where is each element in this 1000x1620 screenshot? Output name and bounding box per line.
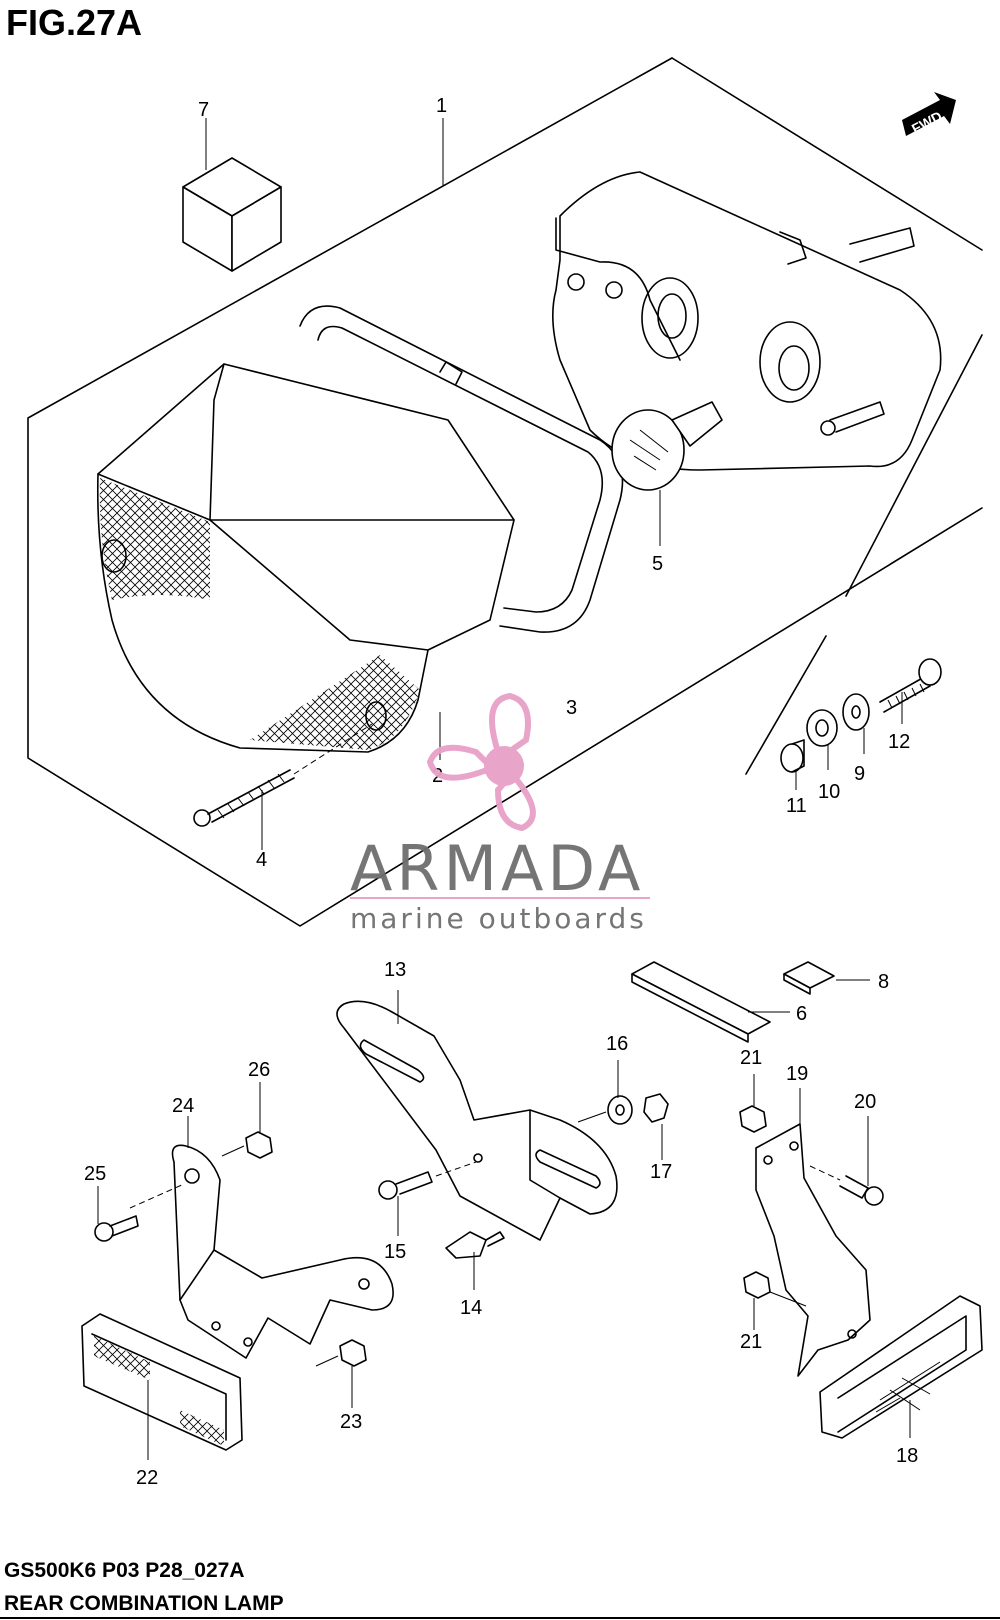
callout-21-top: 21 [740,1047,762,1069]
callout-5: 5 [652,553,663,575]
parts-14-17 [378,1093,669,1259]
watermark: ARMADA marine outboards [350,692,650,935]
callout-16: 16 [606,1033,628,1055]
callout-9: 9 [854,763,865,785]
callout-14: 14 [460,1297,482,1319]
callout-labels: 7 1 5 3 2 4 12 9 10 11 13 8 6 16 21 19 2… [84,95,918,1489]
leader-lines [97,118,911,1460]
callout-22: 22 [136,1467,158,1489]
part-13-bracket [336,1000,618,1241]
figure-name: REAR COMBINATION LAMP [4,1592,284,1615]
callout-13: 13 [384,959,406,981]
parts-20-21 [739,1105,884,1307]
callout-23: 23 [340,1411,362,1433]
part-24-bracket [129,1144,394,1359]
part-6-strip [631,961,771,1043]
callout-18: 18 [896,1445,918,1467]
callout-6: 6 [796,1003,807,1025]
part-19-bracket [755,1123,871,1377]
parts-23-25-26 [94,1131,367,1367]
propeller-logo-icon [426,692,536,832]
part-4-screw [193,723,373,827]
bottom-rule [0,1617,1000,1619]
callout-21-bottom: 21 [740,1331,762,1353]
assembly-outline [27,57,983,927]
callout-26: 26 [248,1059,270,1081]
part-22-reflector [81,1313,243,1451]
watermark-brand: ARMADA [350,832,644,905]
callout-25: 25 [84,1163,106,1185]
watermark-tagline: marine outboards [350,902,647,935]
figure-code: GS500K6 P03 P28_027A [4,1559,245,1582]
callout-8: 8 [878,971,889,993]
part-3-lens [96,363,515,753]
callout-1: 1 [436,95,447,117]
callout-15: 15 [384,1241,406,1263]
callout-3: 3 [566,697,577,719]
callout-19: 19 [786,1063,808,1085]
parts-9-12-fasteners [780,658,942,773]
part-1-housing [552,171,942,471]
part-18-reflector [819,1295,983,1439]
part-8-pad [783,961,835,995]
figure-title: FIG.27A [6,2,143,43]
callout-4: 4 [256,849,267,871]
callout-12: 12 [888,731,910,753]
fwd-arrow-icon: FWD [902,92,956,137]
callout-24: 24 [172,1095,194,1117]
part-7-cube [182,157,282,272]
callout-10: 10 [818,781,840,803]
callout-11: 11 [786,795,807,817]
callout-20: 20 [854,1091,876,1113]
callout-7: 7 [198,99,209,121]
part-5-bulb [611,401,723,491]
callout-17: 17 [650,1161,672,1183]
